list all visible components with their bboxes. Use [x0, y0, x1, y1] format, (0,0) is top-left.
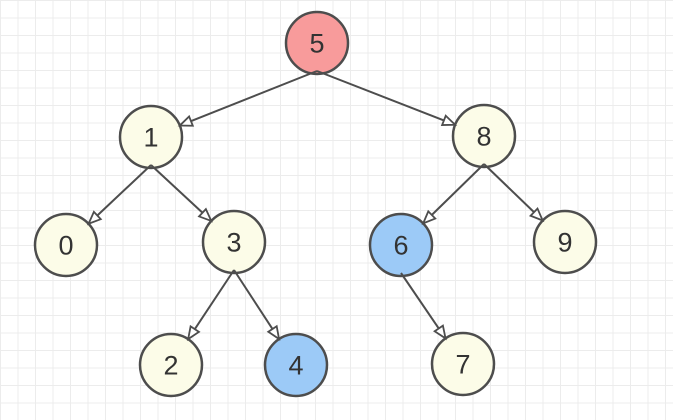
tree-edge-1-0[interactable]	[86, 164, 152, 226]
tree-nodes-layer	[33, 10, 598, 398]
tree-edge-6-7[interactable]	[400, 272, 447, 341]
tree-edge-3-4[interactable]	[233, 269, 281, 341]
tree-node-4[interactable]	[263, 332, 329, 398]
tree-node-7[interactable]	[430, 331, 496, 397]
tree-edge-5-1[interactable]	[177, 70, 318, 127]
tree-edge-1-3[interactable]	[150, 164, 213, 223]
tree-node-8[interactable]	[451, 103, 517, 169]
tree-edge-8-6[interactable]	[421, 163, 485, 225]
tree-node-1[interactable]	[118, 104, 184, 170]
tree-node-3[interactable]	[201, 209, 267, 275]
tree-node-2[interactable]	[138, 332, 204, 398]
tree-node-5[interactable]	[284, 10, 350, 76]
tree-edge-5-8[interactable]	[316, 70, 458, 126]
tree-node-9[interactable]	[532, 209, 598, 275]
tree-node-6[interactable]	[368, 212, 434, 278]
tree-edge-3-2[interactable]	[186, 269, 235, 342]
tree-edges-layer	[86, 70, 545, 342]
tree-node-0[interactable]	[33, 212, 99, 278]
tree-edge-8-9[interactable]	[483, 163, 545, 223]
